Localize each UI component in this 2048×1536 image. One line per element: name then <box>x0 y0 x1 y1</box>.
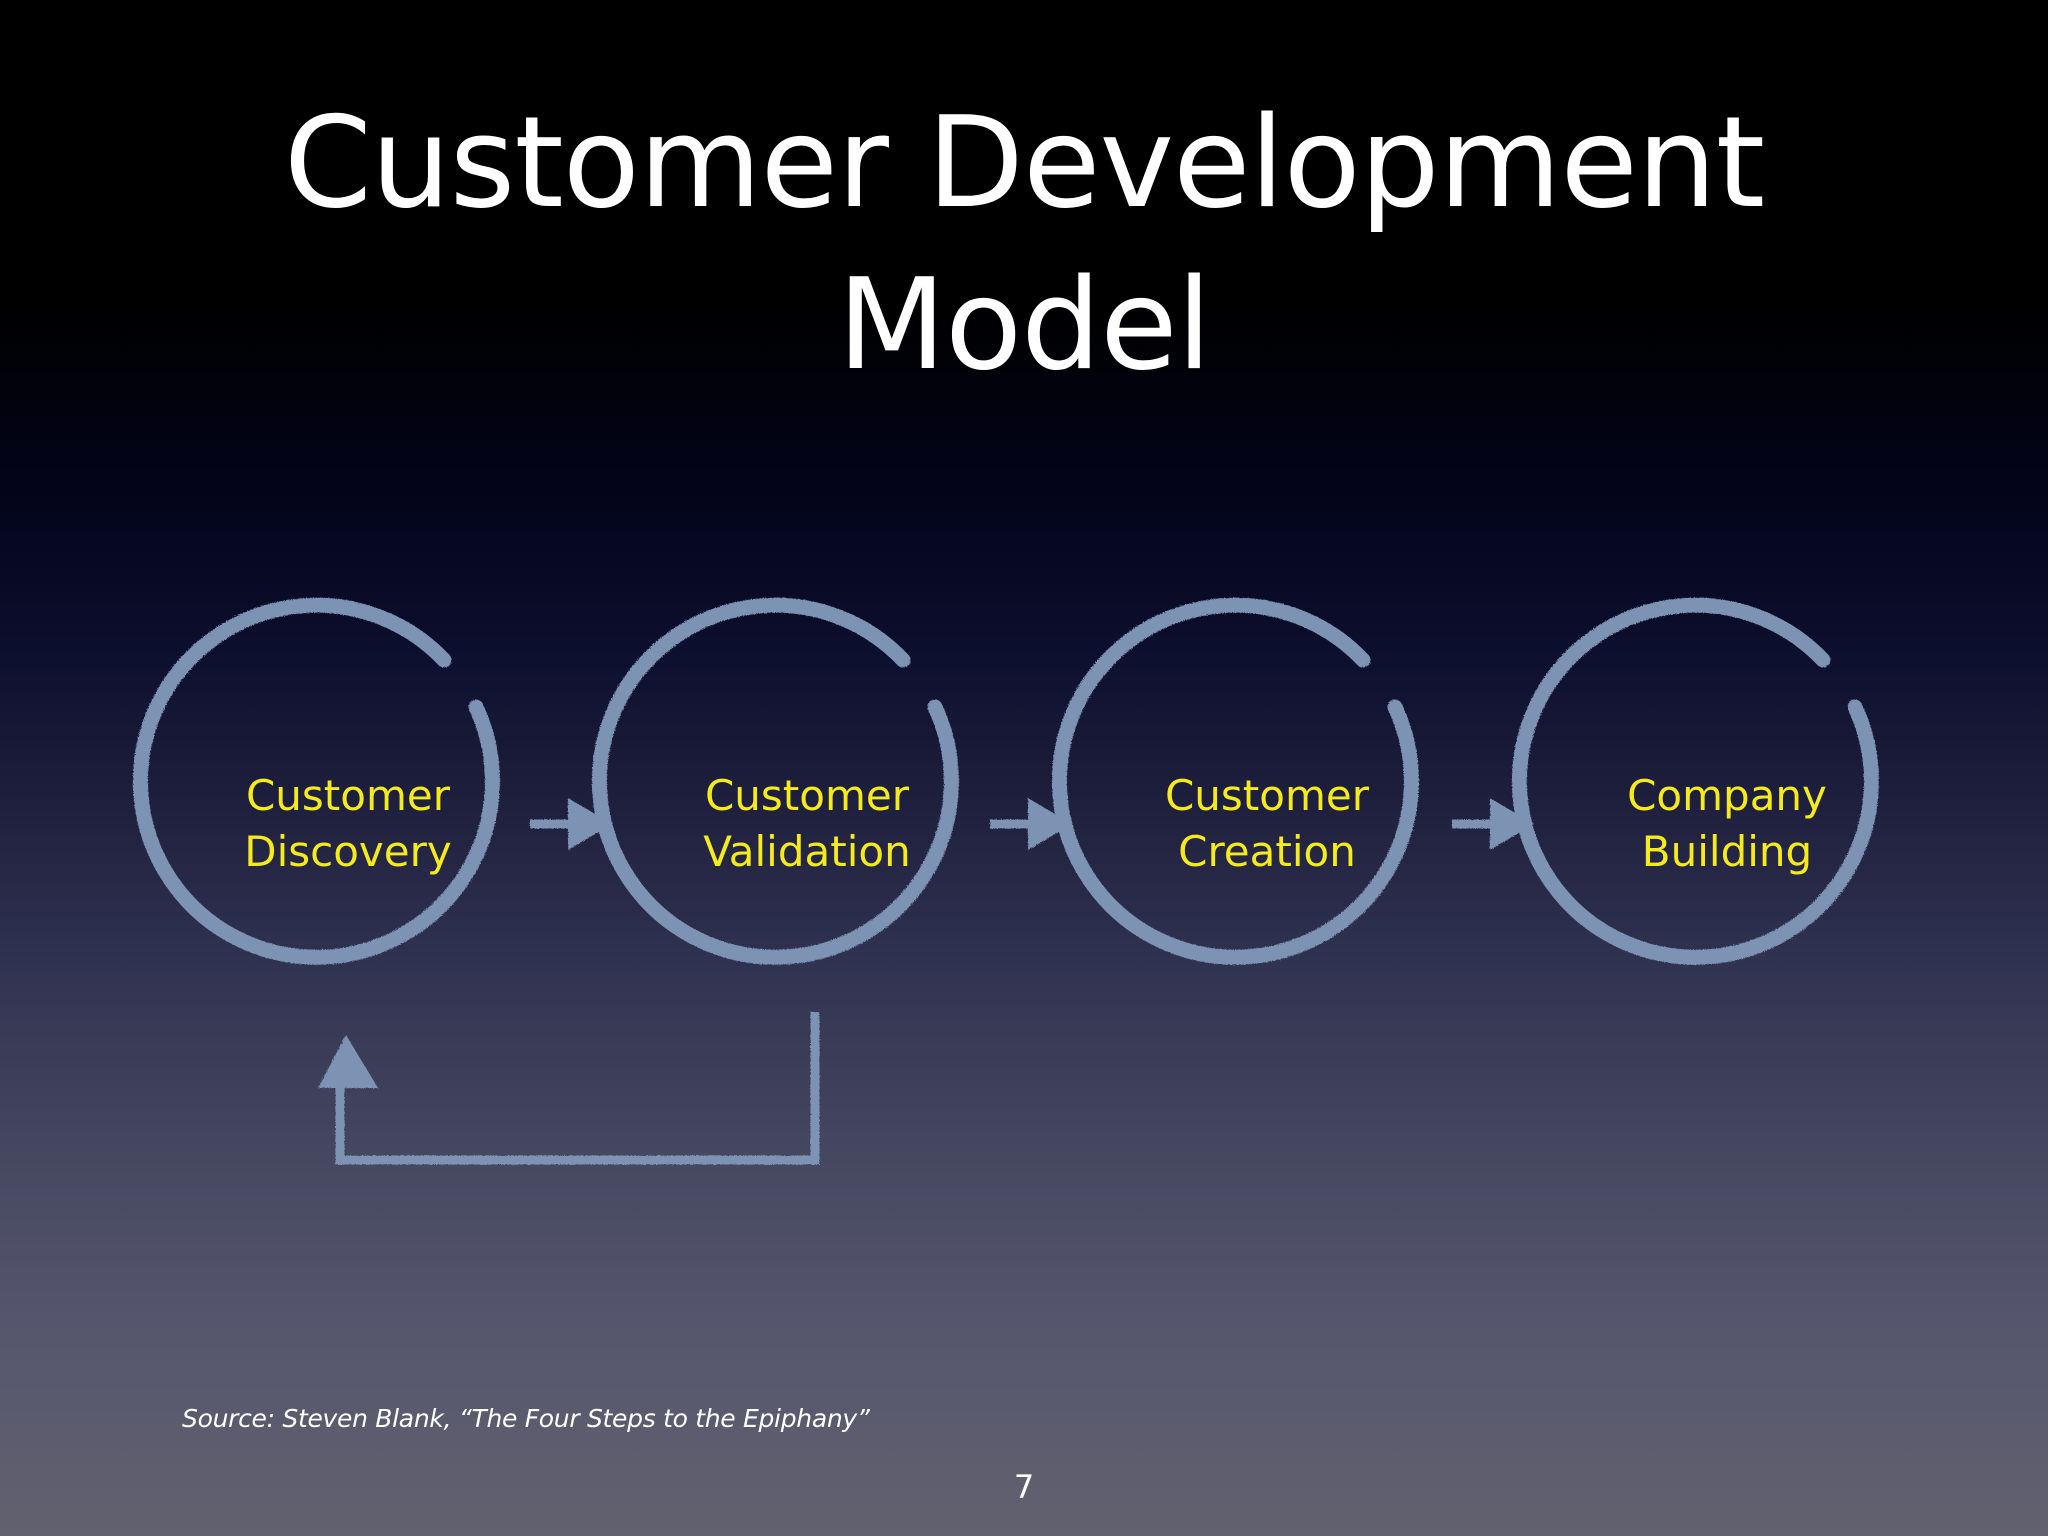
stage-customer-validation: Customer Validation <box>591 597 959 965</box>
stage-label-line-1: Customer <box>1165 771 1370 820</box>
source-citation: Source: Steven Blank, “The Four Steps to… <box>182 1404 870 1433</box>
stage-label-line-2: Validation <box>703 827 910 876</box>
stage-ring-customer-discovery <box>132 597 500 965</box>
stage-ring-company-building <box>1511 597 1879 965</box>
arrow-validation-to-creation <box>990 798 1072 850</box>
stage-company-building: Company Building <box>1511 597 1879 965</box>
arrow-creation-to-company-building <box>1452 798 1534 850</box>
stage-label-line-1: Customer <box>705 771 910 820</box>
stage-label-line-1: Company <box>1627 771 1827 820</box>
slide-title-line-1: Customer Development <box>283 89 1765 236</box>
stage-label-line-2: Discovery <box>244 827 452 876</box>
stage-ring-customer-creation <box>1051 597 1419 965</box>
stage-ring-customer-validation <box>591 597 959 965</box>
slide-title: Customer Development Model <box>0 82 2048 406</box>
arrow-discovery-to-validation <box>530 798 612 850</box>
stage-label-line-1: Customer <box>246 771 451 820</box>
stage-label-line-2: Building <box>1642 827 1812 876</box>
page-number: 7 <box>1013 1468 1035 1506</box>
stage-customer-creation: Customer Creation <box>1051 597 1419 965</box>
stage-label-line-2: Creation <box>1178 827 1356 876</box>
slide-title-line-2: Model <box>837 251 1211 398</box>
arrow-feedback-validation-to-discovery <box>318 1012 820 1165</box>
stage-customer-discovery: Customer Discovery <box>132 597 500 965</box>
